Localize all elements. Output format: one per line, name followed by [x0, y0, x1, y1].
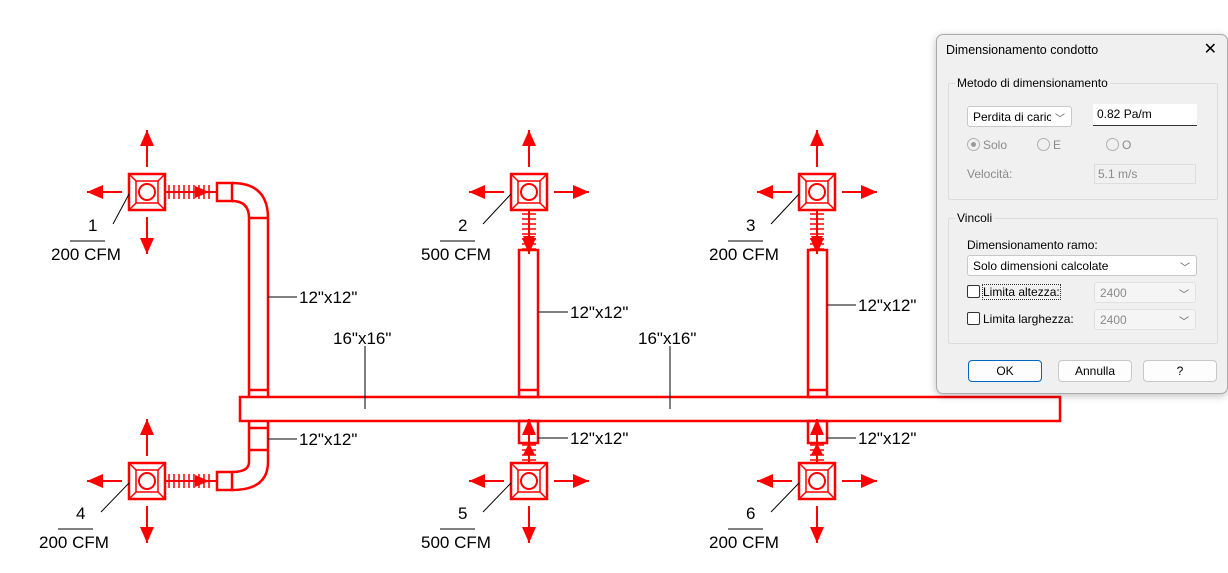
airflow-arrow-icon — [861, 185, 877, 199]
branch-1-duct — [231, 181, 270, 397]
branch-sizing-value: Solo dimensioni calcolate — [973, 259, 1109, 273]
constraints-group-label: Vincoli — [955, 211, 995, 225]
method-select-value: Perdita di carico c — [973, 110, 1051, 124]
diffuser-flow: 200 CFM — [39, 533, 109, 552]
ok-button[interactable]: OK — [968, 360, 1042, 382]
dialog-title: Dimensionamento condotto — [946, 43, 1099, 57]
duct-size-label: 12"x12" — [570, 429, 628, 448]
chevron-down-icon: ﹀ — [1179, 290, 1189, 301]
diffuser-number: 4 — [76, 504, 85, 523]
airflow-arrow-icon — [522, 419, 536, 435]
airflow-arrow-icon — [810, 130, 824, 146]
limit-width-select[interactable]: 2400 ﹀ — [1094, 309, 1196, 330]
method-group-label: Metodo di dimensionamento — [955, 76, 1110, 90]
diffuser-2[interactable] — [469, 130, 589, 254]
diffuser-number: 6 — [746, 504, 755, 523]
duct-size-label: 12"x12" — [299, 288, 357, 307]
help-button[interactable]: ? — [1143, 360, 1217, 382]
duct-size-label: 16"x16" — [333, 329, 391, 348]
checkbox-icon — [967, 312, 980, 325]
duct-size-label: 12"x12" — [858, 429, 916, 448]
diffuser-4[interactable] — [87, 419, 217, 543]
airflow-arrow-icon — [140, 130, 154, 146]
airflow-arrow-icon — [810, 419, 824, 435]
radio-icon — [1037, 138, 1050, 151]
diffuser-flow: 200 CFM — [709, 533, 779, 552]
method-select[interactable]: Perdita di carico c ﹀ — [967, 106, 1072, 127]
duct-sizing-dialog: Dimensionamento condotto ✕ Metodo di dim… — [936, 34, 1228, 394]
airflow-arrow-icon — [522, 130, 536, 146]
airflow-arrow-icon — [573, 474, 589, 488]
radio-icon — [967, 138, 980, 151]
chevron-down-icon: ﹀ — [1055, 114, 1065, 125]
airflow-arrow-icon — [140, 419, 154, 435]
duct-size-label: 12"x12" — [299, 430, 357, 449]
duct-size-label: 16"x16" — [638, 329, 696, 348]
constraints-group: Vincoli — [948, 211, 1218, 344]
branch-3-duct — [806, 248, 829, 399]
radio-o[interactable]: O — [1106, 138, 1131, 152]
velocity-value: 5.1 m/s — [1094, 164, 1196, 184]
airflow-arrow-icon — [573, 185, 589, 199]
diffuser-number: 3 — [746, 216, 755, 235]
close-icon[interactable]: ✕ — [1203, 41, 1217, 58]
airflow-arrow-icon — [757, 474, 773, 488]
diffuser-6[interactable] — [757, 419, 877, 543]
airflow-arrow-icon — [87, 185, 103, 199]
method-value-input[interactable]: 0.82 Pa/m — [1093, 104, 1197, 126]
branch-sizing-label: Dimensionamento ramo: — [967, 238, 1098, 252]
diffuser-3[interactable] — [757, 130, 877, 254]
main-duct — [238, 395, 1062, 423]
cancel-button[interactable]: Annulla — [1058, 360, 1132, 382]
branch-2-duct — [517, 248, 540, 399]
diffuser-5[interactable] — [469, 419, 589, 543]
diffuser-1[interactable] — [87, 130, 217, 254]
limit-height-checkbox[interactable]: Limita altezza: — [967, 284, 1061, 300]
diffuser-flow: 200 CFM — [51, 245, 121, 264]
airflow-arrow-icon — [140, 527, 154, 543]
diffuser-number: 2 — [458, 216, 467, 235]
limit-height-value: 2400 — [1100, 286, 1127, 300]
airflow-arrow-icon — [469, 474, 485, 488]
diffuser-flow: 200 CFM — [709, 245, 779, 264]
duct-size-label: 12"x12" — [570, 303, 628, 322]
airflow-arrow-icon — [861, 474, 877, 488]
chevron-down-icon: ﹀ — [1180, 263, 1190, 274]
limit-width-checkbox[interactable]: Limita larghezza: — [967, 312, 1074, 326]
branch-sizing-select[interactable]: Solo dimensioni calcolate ﹀ — [967, 255, 1197, 276]
airflow-arrow-icon — [810, 527, 824, 543]
diffuser-flow: 500 CFM — [421, 245, 491, 264]
airflow-arrow-icon — [469, 185, 485, 199]
velocity-label: Velocità: — [967, 167, 1013, 181]
airflow-arrow-icon — [140, 238, 154, 254]
airflow-arrow-icon — [87, 474, 103, 488]
branch-4-duct — [231, 421, 270, 492]
duct-size-label: 12"x12" — [858, 296, 916, 315]
radio-solo[interactable]: Solo — [967, 138, 1007, 152]
diffuser-number: 5 — [458, 504, 467, 523]
airflow-arrow-icon — [522, 527, 536, 543]
limit-width-value: 2400 — [1100, 313, 1127, 327]
method-group: Metodo di dimensionamento — [948, 76, 1218, 200]
radio-e[interactable]: E — [1037, 138, 1061, 152]
radio-icon — [1106, 138, 1119, 151]
checkbox-icon — [967, 285, 980, 298]
limit-height-select[interactable]: 2400 ﹀ — [1094, 282, 1196, 303]
diffuser-number: 1 — [88, 216, 97, 235]
airflow-arrow-icon — [757, 185, 773, 199]
chevron-down-icon: ﹀ — [1179, 317, 1189, 328]
diffuser-flow: 500 CFM — [421, 533, 491, 552]
